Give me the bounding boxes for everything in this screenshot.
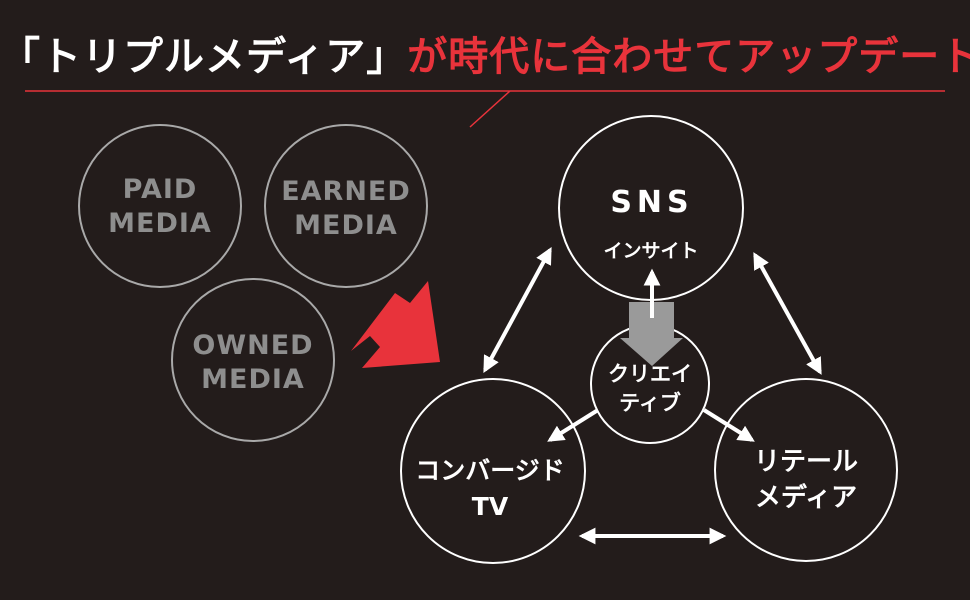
ctv-label-line1: コンバージド [415, 456, 565, 485]
owned-label-line1: OWNED [192, 330, 313, 361]
owned-media-circle [171, 278, 335, 442]
insight-to-creative-arrow [620, 302, 683, 366]
creative-label-line2: ティブ [619, 391, 681, 415]
ctv-label-line2: TV [472, 492, 509, 521]
earned-label-line2: MEDIA [294, 210, 398, 241]
creative-retail-arrow [702, 408, 755, 442]
owned-label-line2: MEDIA [201, 364, 305, 395]
sns-title: SNS [610, 185, 693, 220]
paid-media-circle [78, 124, 242, 288]
earned-media-circle [264, 124, 428, 288]
earned-label-line1: EARNED [281, 176, 411, 207]
paid-label-line1: PAID [123, 174, 198, 205]
ctv-circle [400, 378, 586, 564]
paid-label-line2: MEDIA [108, 208, 212, 239]
retail-label-line2: メディア [755, 482, 857, 513]
creative-ctv-arrow [547, 408, 600, 442]
headline: 「トリプルメディア」が時代に合わせてアップデート! [0, 24, 970, 82]
retail-media-circle [714, 378, 898, 562]
transition-arrow [351, 281, 440, 368]
headline-update: が時代に合わせてアップデート! [407, 34, 970, 80]
creative-label-line1: クリエイ [608, 362, 692, 386]
sns-ctv-arrow [483, 247, 552, 373]
callout-line [25, 90, 945, 128]
retail-label-line1: リテール [754, 447, 858, 477]
headline-triple-media: 「トリプルメディア」 [0, 34, 408, 80]
sns-subtitle: インサイト [603, 240, 698, 262]
sns-retail-arrow [753, 252, 822, 375]
